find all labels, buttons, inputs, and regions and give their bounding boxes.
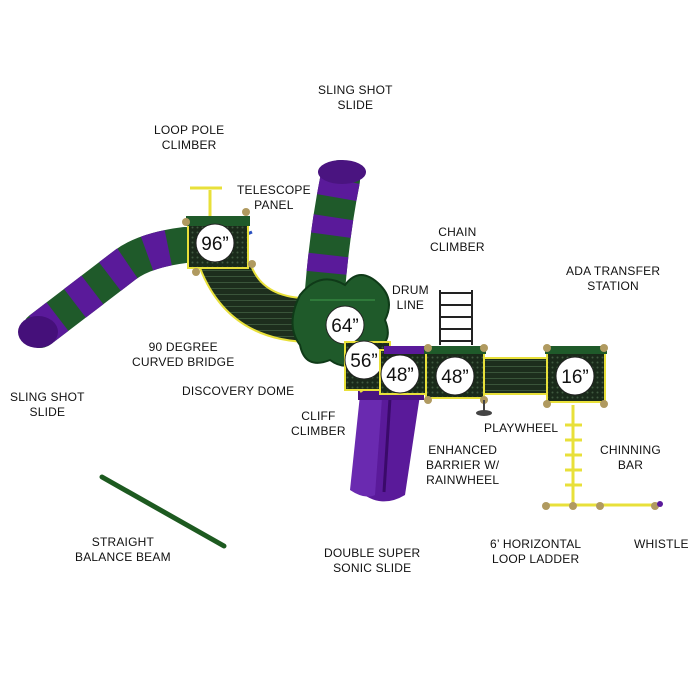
deck-height-96: 96” bbox=[201, 234, 228, 255]
deck-16: 16” bbox=[543, 344, 608, 408]
playwheel bbox=[476, 400, 492, 416]
deck-height-56: 56” bbox=[350, 351, 377, 372]
chinning-bar-posts bbox=[542, 502, 604, 510]
sling-shot-slide-top bbox=[305, 160, 366, 310]
deck-48-b: 48” bbox=[424, 344, 488, 404]
deck-height-48-b: 48” bbox=[441, 367, 468, 388]
deck-height-16: 16” bbox=[561, 367, 588, 388]
loop-pole-climber bbox=[190, 186, 222, 218]
chain-climber bbox=[439, 290, 473, 345]
label-discovery-dome: DISCOVERY DOME bbox=[182, 384, 295, 398]
label-playwheel: PLAYWHEEL bbox=[484, 421, 559, 435]
deck-96: 96” bbox=[182, 208, 256, 276]
deck-48-a: 48” bbox=[379, 346, 429, 395]
straight-balance-beam bbox=[99, 474, 227, 549]
label-whistle: WHISTLE bbox=[634, 537, 689, 551]
double-super-sonic-slide bbox=[350, 388, 424, 502]
deck-height-64: 64” bbox=[331, 316, 358, 337]
ada-ramp bbox=[483, 357, 549, 395]
deck-height-48-a: 48” bbox=[386, 365, 413, 386]
whistle bbox=[651, 501, 663, 510]
sling-shot-slide-left bbox=[18, 227, 203, 348]
